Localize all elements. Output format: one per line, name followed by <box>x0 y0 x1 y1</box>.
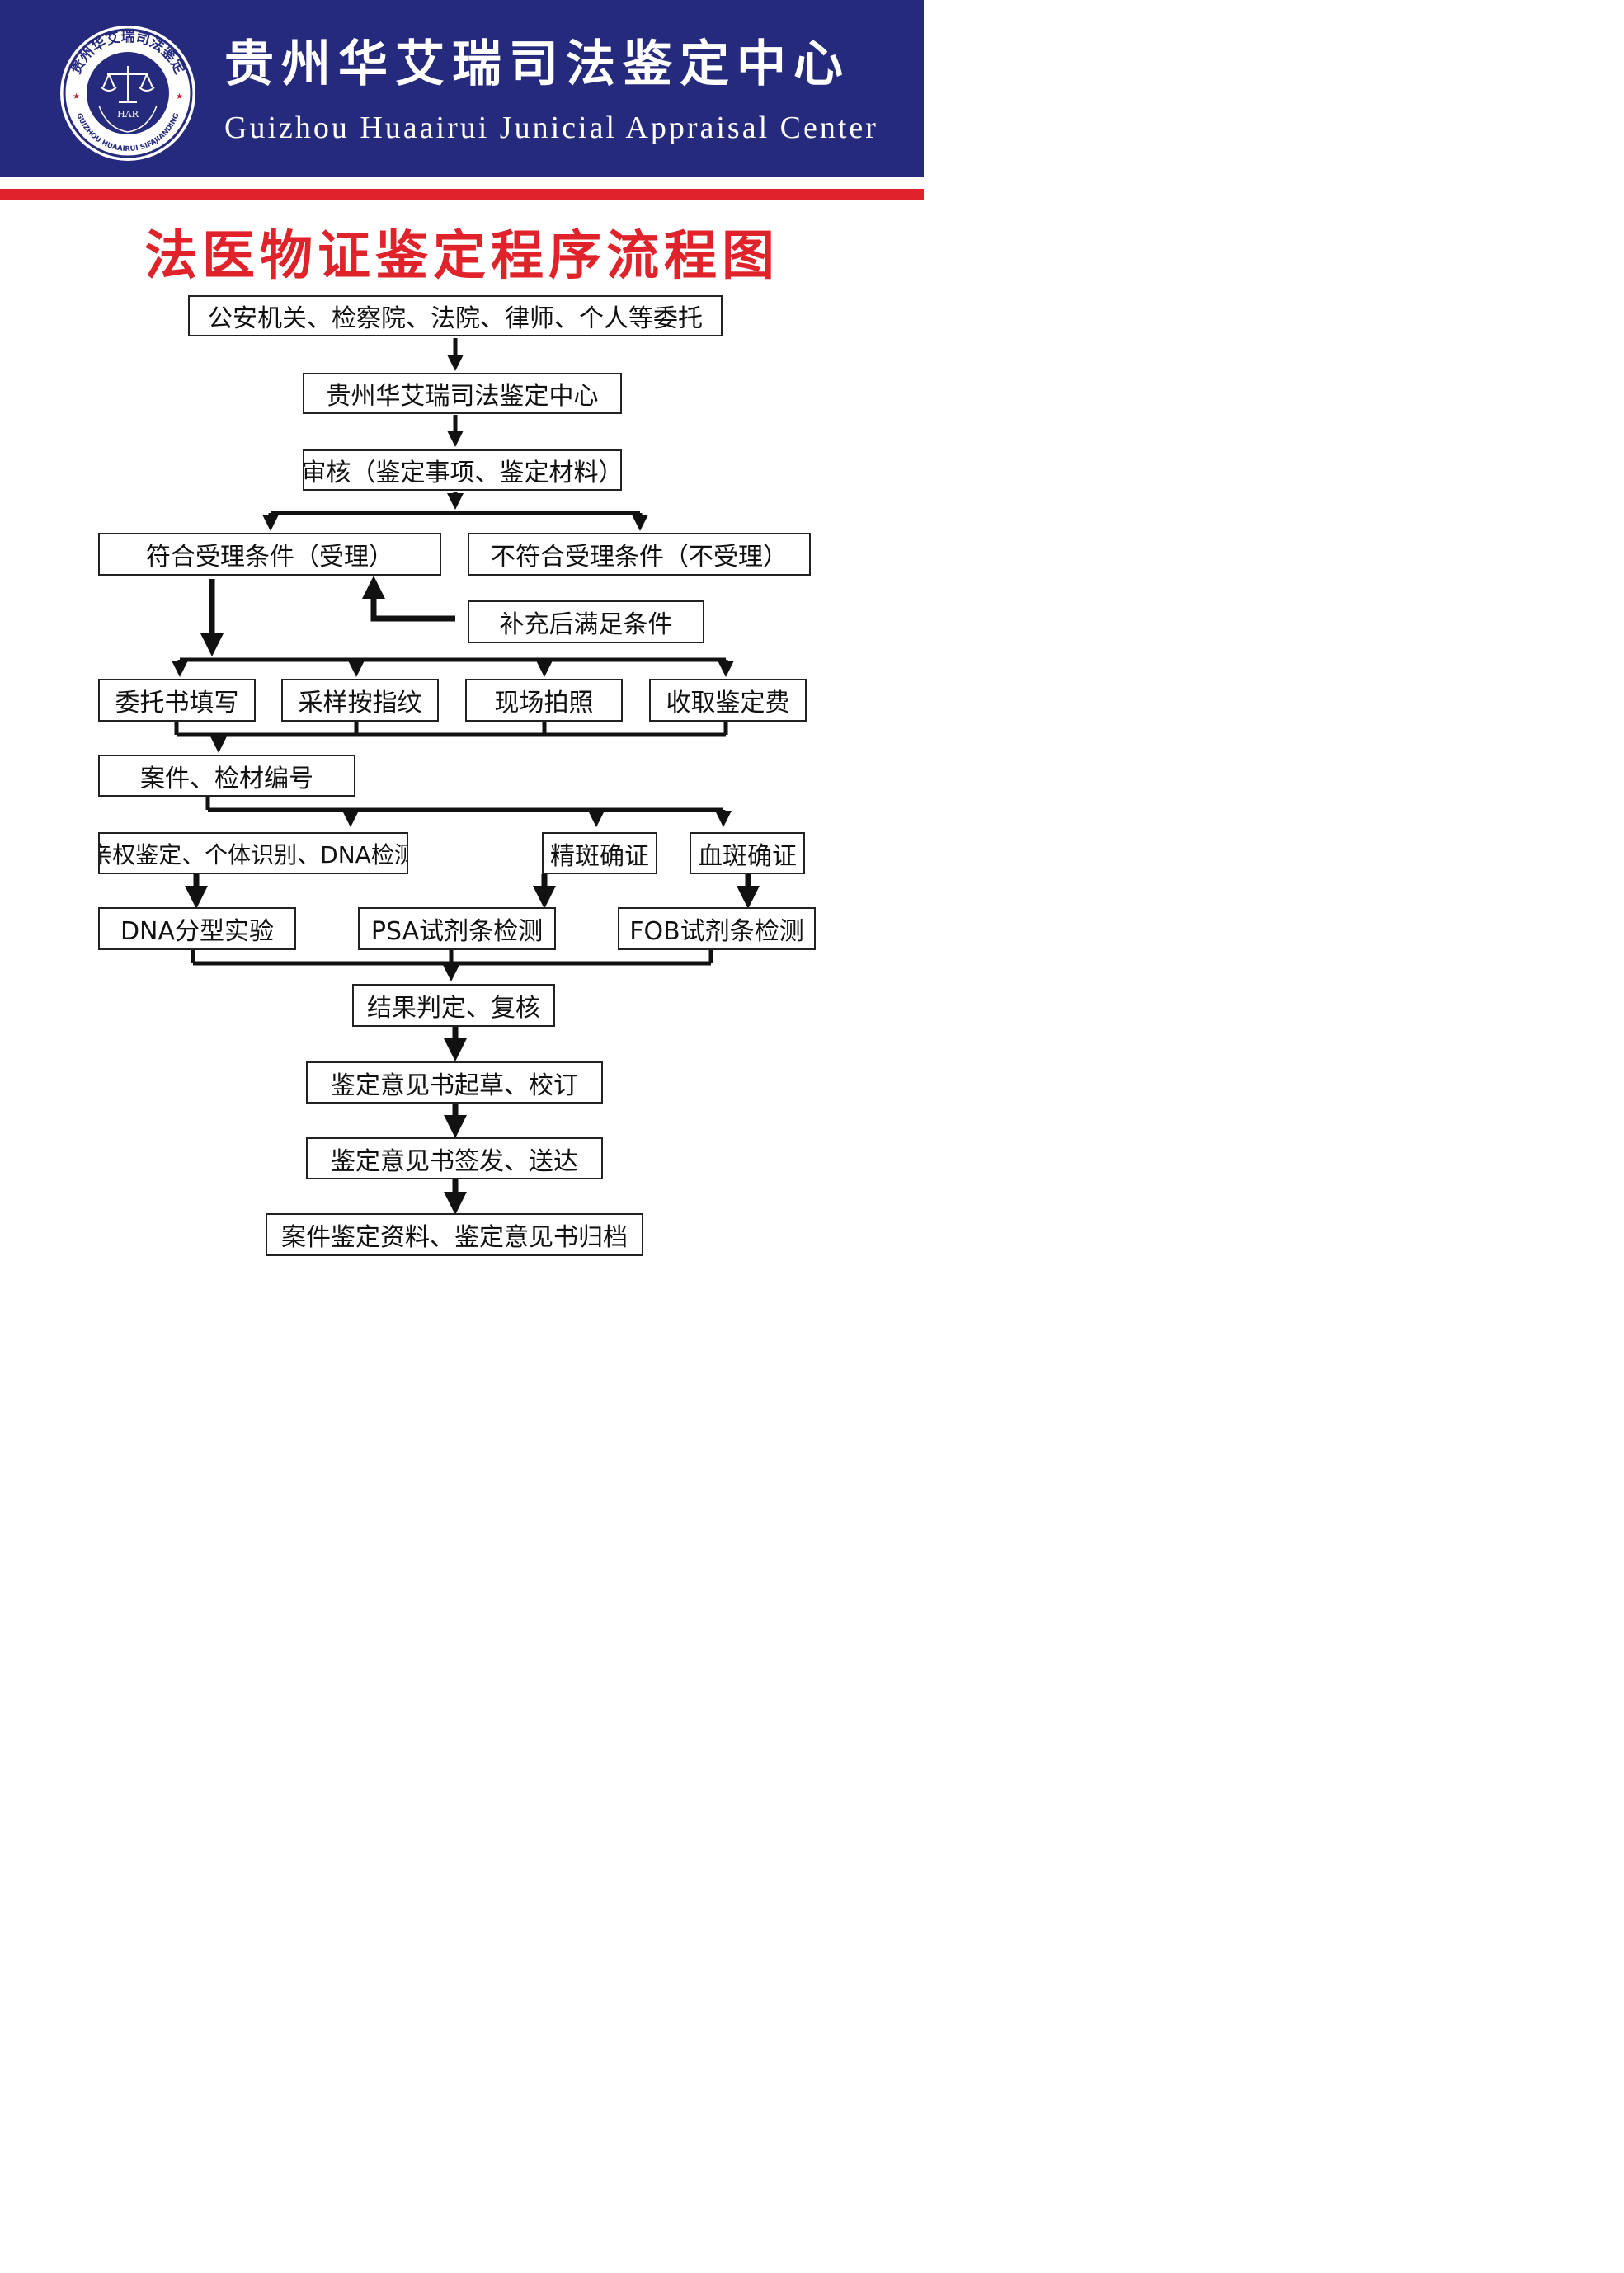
node-draft: 鉴定意见书起草、校订 <box>306 1061 603 1104</box>
node-issue: 鉴定意见书签发、送达 <box>306 1137 603 1179</box>
page-title: 法医物证鉴定程序流程图 <box>144 226 779 287</box>
node-reject: 不符合受理条件（不受理） <box>468 533 811 576</box>
arrow-supplement-accept <box>362 576 455 622</box>
node-dna-type: 亲权鉴定、个体识别、DNA检测 <box>98 832 408 874</box>
header-red-stripe <box>0 189 924 200</box>
node-blood: 血斑确证 <box>690 832 805 874</box>
node-numbering: 案件、检材编号 <box>98 755 355 797</box>
node-semen: 精斑确证 <box>542 832 657 874</box>
header-subtitle: Guizhou Huaairui Junicial Appraisal Cent… <box>224 111 878 145</box>
node-step-fee: 收取鉴定费 <box>649 679 807 722</box>
node-supplement: 补充后满足条件 <box>468 600 704 643</box>
svg-text:HAR: HAR <box>117 109 139 120</box>
svg-text:★: ★ <box>73 92 80 101</box>
node-review: 审核（鉴定事项、鉴定材料） <box>303 449 622 491</box>
node-psa-test: PSA试剂条检测 <box>358 907 556 950</box>
node-archive: 案件鉴定资料、鉴定意见书归档 <box>266 1213 643 1256</box>
svg-text:★: ★ <box>176 92 183 101</box>
node-dna-test: DNA分型实验 <box>98 907 296 950</box>
node-fob-test: FOB试剂条检测 <box>618 907 816 950</box>
node-step-sampling: 采样按指纹 <box>281 679 439 722</box>
node-accept: 符合受理条件（受理） <box>98 533 441 576</box>
center-logo-icon: 贵州华艾瑞司法鉴定 GUIZHOU HUAAIRUI SIFAJIANDING … <box>60 26 195 161</box>
node-step-letter: 委托书填写 <box>98 679 256 722</box>
header-white-stripe <box>0 177 924 189</box>
node-entrust: 公安机关、检察院、法院、律师、个人等委托 <box>188 295 723 336</box>
node-result: 结果判定、复核 <box>352 984 555 1027</box>
header-title: 贵州华艾瑞司法鉴定中心 <box>224 35 850 93</box>
node-center: 贵州华艾瑞司法鉴定中心 <box>303 373 622 414</box>
node-step-photo: 现场拍照 <box>465 679 623 722</box>
flow-connectors <box>172 338 760 1215</box>
